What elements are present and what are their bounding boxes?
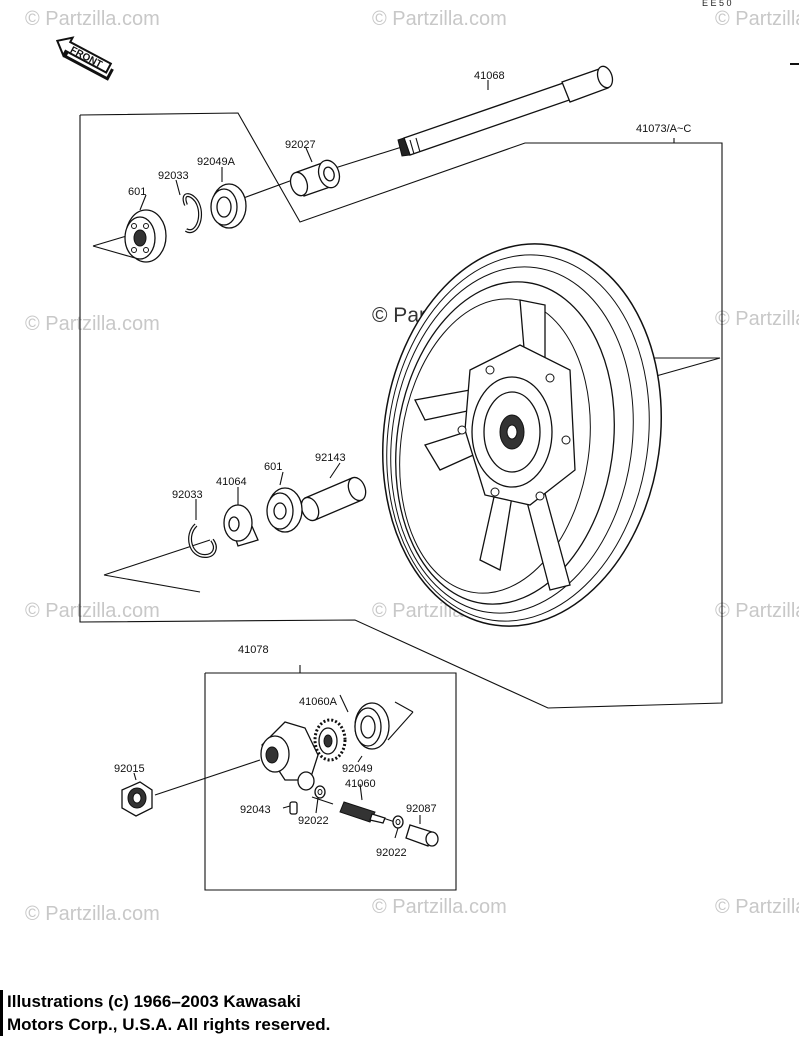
label-92022-a: 92022 bbox=[298, 815, 329, 827]
front-arrow-icon: FRONT bbox=[55, 36, 114, 81]
watermark-5: © Partzilla.com bbox=[715, 308, 799, 330]
label-41068: 41068 bbox=[474, 70, 505, 82]
watermark-8: © Partzilla.com bbox=[715, 600, 799, 622]
label-92033-top: 92033 bbox=[158, 170, 189, 182]
watermarks: © Partzilla.com © Partzilla.com © Partzi… bbox=[25, 8, 799, 925]
label-92043: 92043 bbox=[240, 804, 271, 816]
spacer-41064 bbox=[223, 504, 259, 547]
watermark-9: © Partzilla.com bbox=[25, 903, 160, 925]
watermark-3: © Partzilla.com bbox=[715, 8, 799, 30]
label-601-mid: 601 bbox=[264, 461, 282, 473]
oil-seal-lower bbox=[354, 702, 390, 750]
label-92087: 92087 bbox=[406, 803, 437, 815]
distance-collar bbox=[300, 476, 367, 522]
label-92049: 92049 bbox=[342, 763, 373, 775]
watermark-11: © Partzilla.com bbox=[715, 896, 799, 918]
circlip-mid bbox=[188, 523, 217, 559]
watermark-6: © Partzilla.com bbox=[25, 600, 160, 622]
bearing-top bbox=[124, 209, 167, 263]
sub-kit-outline bbox=[204, 672, 457, 891]
wheel-part bbox=[382, 243, 662, 627]
watermark-4: © Partzilla.com bbox=[25, 313, 160, 335]
oil-seal-top bbox=[210, 183, 247, 229]
label-41060: 41060 bbox=[345, 778, 376, 790]
watermark-2: © Partzilla.com bbox=[372, 8, 507, 30]
label-601-top: 601 bbox=[128, 186, 146, 198]
copyright-line-2: Motors Corp., U.S.A. All rights reserved… bbox=[7, 1015, 331, 1034]
gear-41060a bbox=[313, 718, 347, 762]
part-labels: 41068 41073/A~C 92027 92049A 92033 601 9… bbox=[114, 70, 691, 859]
collar-part bbox=[289, 159, 341, 197]
bushing-92087 bbox=[405, 824, 439, 847]
copyright-notice: Illustrations (c) 1966–2003 Kawasaki Mot… bbox=[0, 990, 427, 1036]
circlip-top bbox=[182, 193, 203, 234]
label-41073: 41073/A~C bbox=[636, 123, 691, 135]
label-92015: 92015 bbox=[114, 763, 145, 775]
label-92022-b: 92022 bbox=[376, 847, 407, 859]
axle-part bbox=[397, 65, 614, 157]
pinion-41060 bbox=[339, 801, 386, 824]
main-group-outline bbox=[79, 112, 723, 709]
label-92033-mid: 92033 bbox=[172, 489, 203, 501]
label-92049a: 92049A bbox=[197, 156, 236, 168]
pin-92043 bbox=[289, 801, 298, 815]
label-92027: 92027 bbox=[285, 139, 316, 151]
watermark-1: © Partzilla.com bbox=[25, 8, 160, 30]
gear-housing bbox=[260, 721, 319, 791]
label-92143: 92143 bbox=[315, 452, 346, 464]
copyright-line-1: Illustrations (c) 1966–2003 Kawasaki bbox=[7, 992, 301, 1011]
label-41060a: 41060A bbox=[299, 696, 338, 708]
axle-nut bbox=[121, 781, 153, 817]
washer-left-hole bbox=[317, 789, 323, 795]
bearing-mid bbox=[266, 487, 303, 533]
watermark-10: © Partzilla.com bbox=[372, 896, 507, 918]
label-41078: 41078 bbox=[238, 644, 269, 656]
washer-right-hole bbox=[395, 819, 401, 825]
top-right-mark: E E 5 0 bbox=[702, 0, 732, 8]
label-41064: 41064 bbox=[216, 476, 247, 488]
